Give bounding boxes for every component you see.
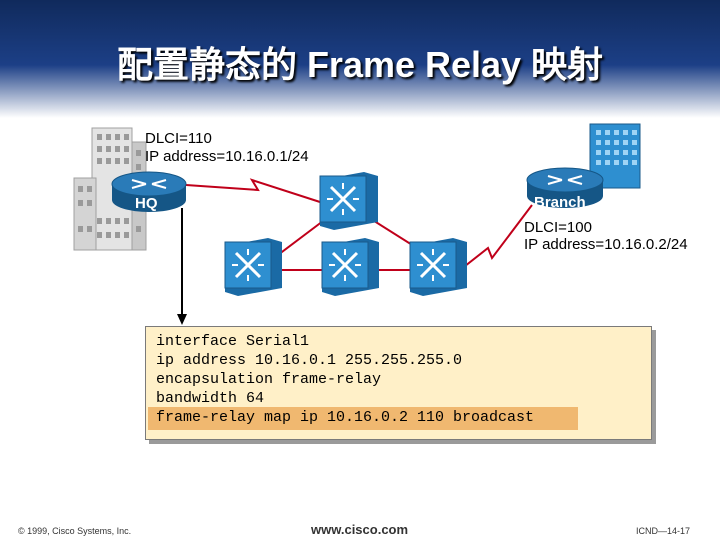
config-pointer-arrow xyxy=(177,208,187,325)
branch-dlci-label: DLCI=100 xyxy=(524,219,592,236)
config-line-highlighted: frame-relay map ip 10.16.0.2 110 broadca… xyxy=(156,409,535,426)
switch-middle-icon xyxy=(321,238,379,296)
slide-title: 配置静态的 Frame Relay 映射 xyxy=(116,44,604,85)
config-highlight xyxy=(148,407,578,430)
title-bar xyxy=(0,0,720,118)
switch-left-icon xyxy=(224,238,282,296)
serial-link-branch xyxy=(459,204,533,271)
config-box: interface Serial1 ip address 10.16.0.1 2… xyxy=(145,326,652,440)
footer-page-number: ICND—14-17 xyxy=(636,526,691,536)
config-line: interface Serial1 xyxy=(156,333,310,350)
config-line: bandwidth 64 xyxy=(156,390,265,407)
hq-router-label: HQ xyxy=(135,195,158,212)
footer-url: www.cisco.com xyxy=(311,522,409,537)
branch-router-label: Branch xyxy=(534,194,586,211)
serial-link-hq xyxy=(185,178,321,203)
footer-copyright: © 1999, Cisco Systems, Inc. xyxy=(18,526,132,536)
config-line: encapsulation frame-relay xyxy=(156,371,382,388)
config-line: ip address 10.16.0.1 255.255.255.0 xyxy=(156,352,463,369)
branch-router-icon xyxy=(526,167,604,208)
branch-ip-label: IP address=10.16.0.2/24 xyxy=(524,236,688,253)
hq-dlci-label: DLCI=110 xyxy=(145,130,212,147)
hq-ip-label: IP address=10.16.0.1/24 xyxy=(145,148,309,165)
switch-right-icon xyxy=(409,238,467,296)
hq-router-icon xyxy=(111,171,187,212)
switch-top-icon xyxy=(319,172,378,230)
